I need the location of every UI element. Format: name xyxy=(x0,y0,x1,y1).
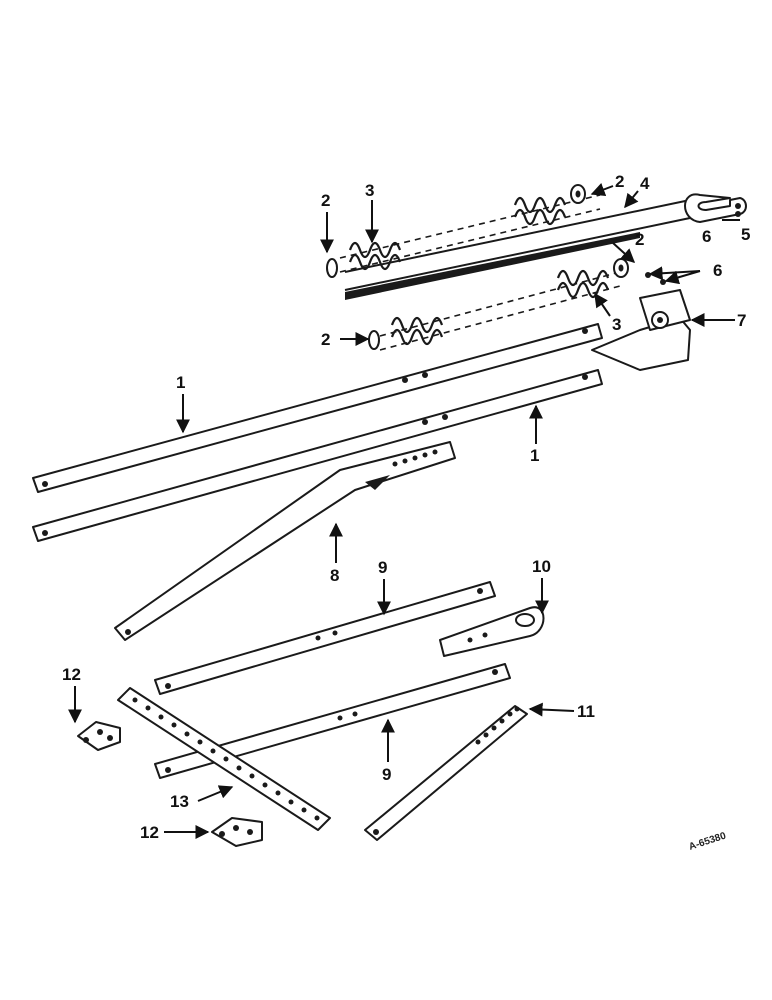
callout-9-upper: 9 xyxy=(378,558,387,577)
callout-6-upper: 6 xyxy=(702,227,711,246)
callout-11: 11 xyxy=(577,702,595,721)
spring-right-upper-back xyxy=(513,208,567,226)
bar-lower-9 xyxy=(154,663,511,779)
tongue-body xyxy=(114,441,456,641)
callout-6-lower: 6 xyxy=(713,261,722,280)
lower-spring-rod-dashed-lower xyxy=(379,285,621,351)
callout-13: 13 xyxy=(170,792,189,811)
upper-spring-rod-dashed xyxy=(339,194,601,259)
long-bars xyxy=(32,323,603,542)
callout-3-lower: 3 xyxy=(612,315,621,334)
callout-5: 5 xyxy=(741,225,750,244)
callout-7: 7 xyxy=(737,311,746,330)
spring-right-lower xyxy=(556,269,610,287)
clip-upper xyxy=(77,721,121,751)
callout-8: 8 xyxy=(330,566,339,585)
clip-lower xyxy=(211,817,263,847)
threaded-rod-end xyxy=(345,232,640,300)
washer-left-upper xyxy=(326,258,338,278)
callout-labels: 2 3 2 4 5 2 6 6 3 2 7 1 1 8 9 10 11 12 9… xyxy=(62,172,750,842)
tension-rod-mid-line xyxy=(344,217,691,291)
callout-12-upper: 12 xyxy=(62,665,81,684)
callout-12-lower: 12 xyxy=(140,823,159,842)
lower-spring-rod-dashed xyxy=(379,271,621,337)
washer-left-lower xyxy=(368,330,380,350)
spring-left-lower xyxy=(390,316,444,334)
pin-lower xyxy=(660,279,666,285)
leader-lines xyxy=(68,182,740,839)
callout-9-lower: 9 xyxy=(382,765,391,784)
callout-2-upper-right: 2 xyxy=(615,172,624,191)
spring-left-upper-back xyxy=(348,253,402,271)
tapered-tongue xyxy=(114,441,456,641)
long-bar-lower xyxy=(32,369,603,542)
spring-rod-assembly xyxy=(326,184,747,371)
spring-left-lower-back xyxy=(390,328,444,346)
callout-2-upper-left: 2 xyxy=(321,191,330,210)
callout-1-lower: 1 xyxy=(530,446,539,465)
tension-rod-upper-line xyxy=(344,199,691,273)
perforated-bar xyxy=(117,687,331,831)
drawbar-eye xyxy=(439,606,545,657)
hitch-bracket xyxy=(591,317,691,371)
clevis xyxy=(684,193,747,223)
pin-upper xyxy=(645,272,651,278)
figure-id: A-65380 xyxy=(688,830,728,852)
upper-spring-rod-dashed-lower xyxy=(339,208,601,273)
callout-2-mid-right: 2 xyxy=(635,230,644,249)
spring-right-upper xyxy=(513,196,567,214)
diagonal-brace xyxy=(364,705,528,841)
diagonal-brace-body xyxy=(364,705,528,841)
callout-2-lower-left: 2 xyxy=(321,330,330,349)
spring-right-lower-back xyxy=(556,281,610,299)
callout-3-upper: 3 xyxy=(365,181,374,200)
callout-1-upper: 1 xyxy=(176,373,185,392)
long-bar-upper xyxy=(32,323,603,493)
callout-4: 4 xyxy=(640,174,650,193)
callout-10: 10 xyxy=(532,557,551,576)
